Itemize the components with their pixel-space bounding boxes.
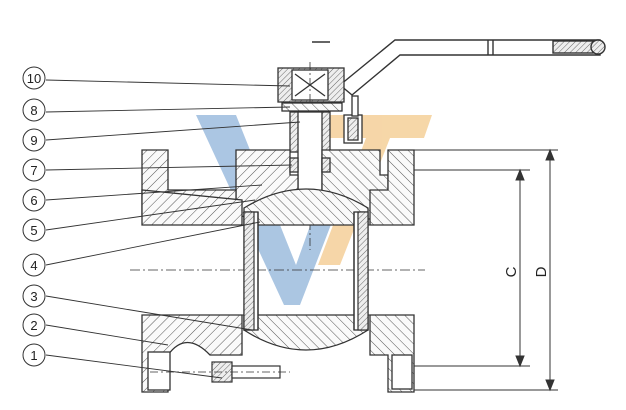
body-right [369,149,415,393]
svg-text:8: 8 [30,103,37,118]
body-left [141,149,243,393]
svg-text:5: 5 [30,223,37,238]
svg-text:7: 7 [30,163,37,178]
svg-text:3: 3 [30,289,37,304]
svg-text:4: 4 [30,258,37,273]
svg-text:10: 10 [27,71,41,86]
svg-text:1: 1 [30,348,37,363]
callout-1: 1 [22,343,46,367]
callout-3: 3 [22,284,46,308]
seats [243,211,369,331]
callout-4: 4 [22,253,46,277]
callout-10: 10 [22,66,46,90]
callout-6: 6 [22,188,46,212]
callout-leaders [45,79,301,379]
handle-lever [312,39,606,96]
svg-text:9: 9 [30,133,37,148]
callout-5: 5 [22,218,46,242]
stem-nut [277,62,345,250]
bottom-bolt [150,361,290,383]
callout-8: 8 [22,98,46,122]
dimension-lines [414,148,558,392]
callout-7: 7 [22,158,46,182]
dimension-c-label: C [503,266,520,277]
dimension-d-label: D [533,266,550,277]
svg-text:2: 2 [30,318,37,333]
callout-9: 9 [22,128,46,152]
callout-2: 2 [22,313,46,337]
svg-text:6: 6 [30,193,37,208]
